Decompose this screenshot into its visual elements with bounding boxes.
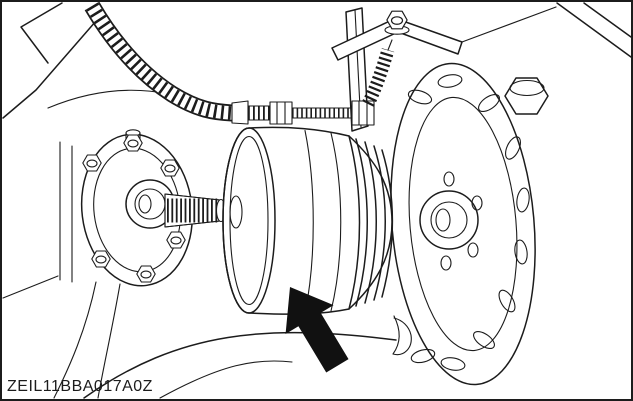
hub-stud-nuts xyxy=(82,129,186,283)
corrugated-hose xyxy=(84,1,233,122)
drum-ribs xyxy=(304,129,394,314)
mounting-bracket xyxy=(331,7,463,132)
coupling-drum xyxy=(222,126,394,315)
pointer-arrow xyxy=(285,287,349,373)
stud-nut xyxy=(166,231,186,249)
stud-nut xyxy=(123,129,143,152)
stud-nut xyxy=(82,154,102,172)
spline-shaft xyxy=(164,193,227,228)
coiled-hose xyxy=(362,39,395,107)
bracket-bolt-icon xyxy=(384,10,410,35)
hose-fittings xyxy=(231,100,375,126)
figure-code: ZEIL11BBA017A0Z xyxy=(7,378,153,395)
fender-arc xyxy=(53,281,397,399)
stud-nut xyxy=(136,265,156,283)
stud-nut xyxy=(91,250,111,268)
body-panel-left xyxy=(2,2,201,299)
disc-hub xyxy=(419,171,483,271)
disc-rim-holes xyxy=(407,74,530,371)
body-panel-right xyxy=(461,2,632,58)
disc-lower-hook xyxy=(392,315,412,356)
stud-nut xyxy=(160,159,180,177)
perforated-disc xyxy=(390,62,536,386)
body-bolt-icon xyxy=(504,77,549,115)
